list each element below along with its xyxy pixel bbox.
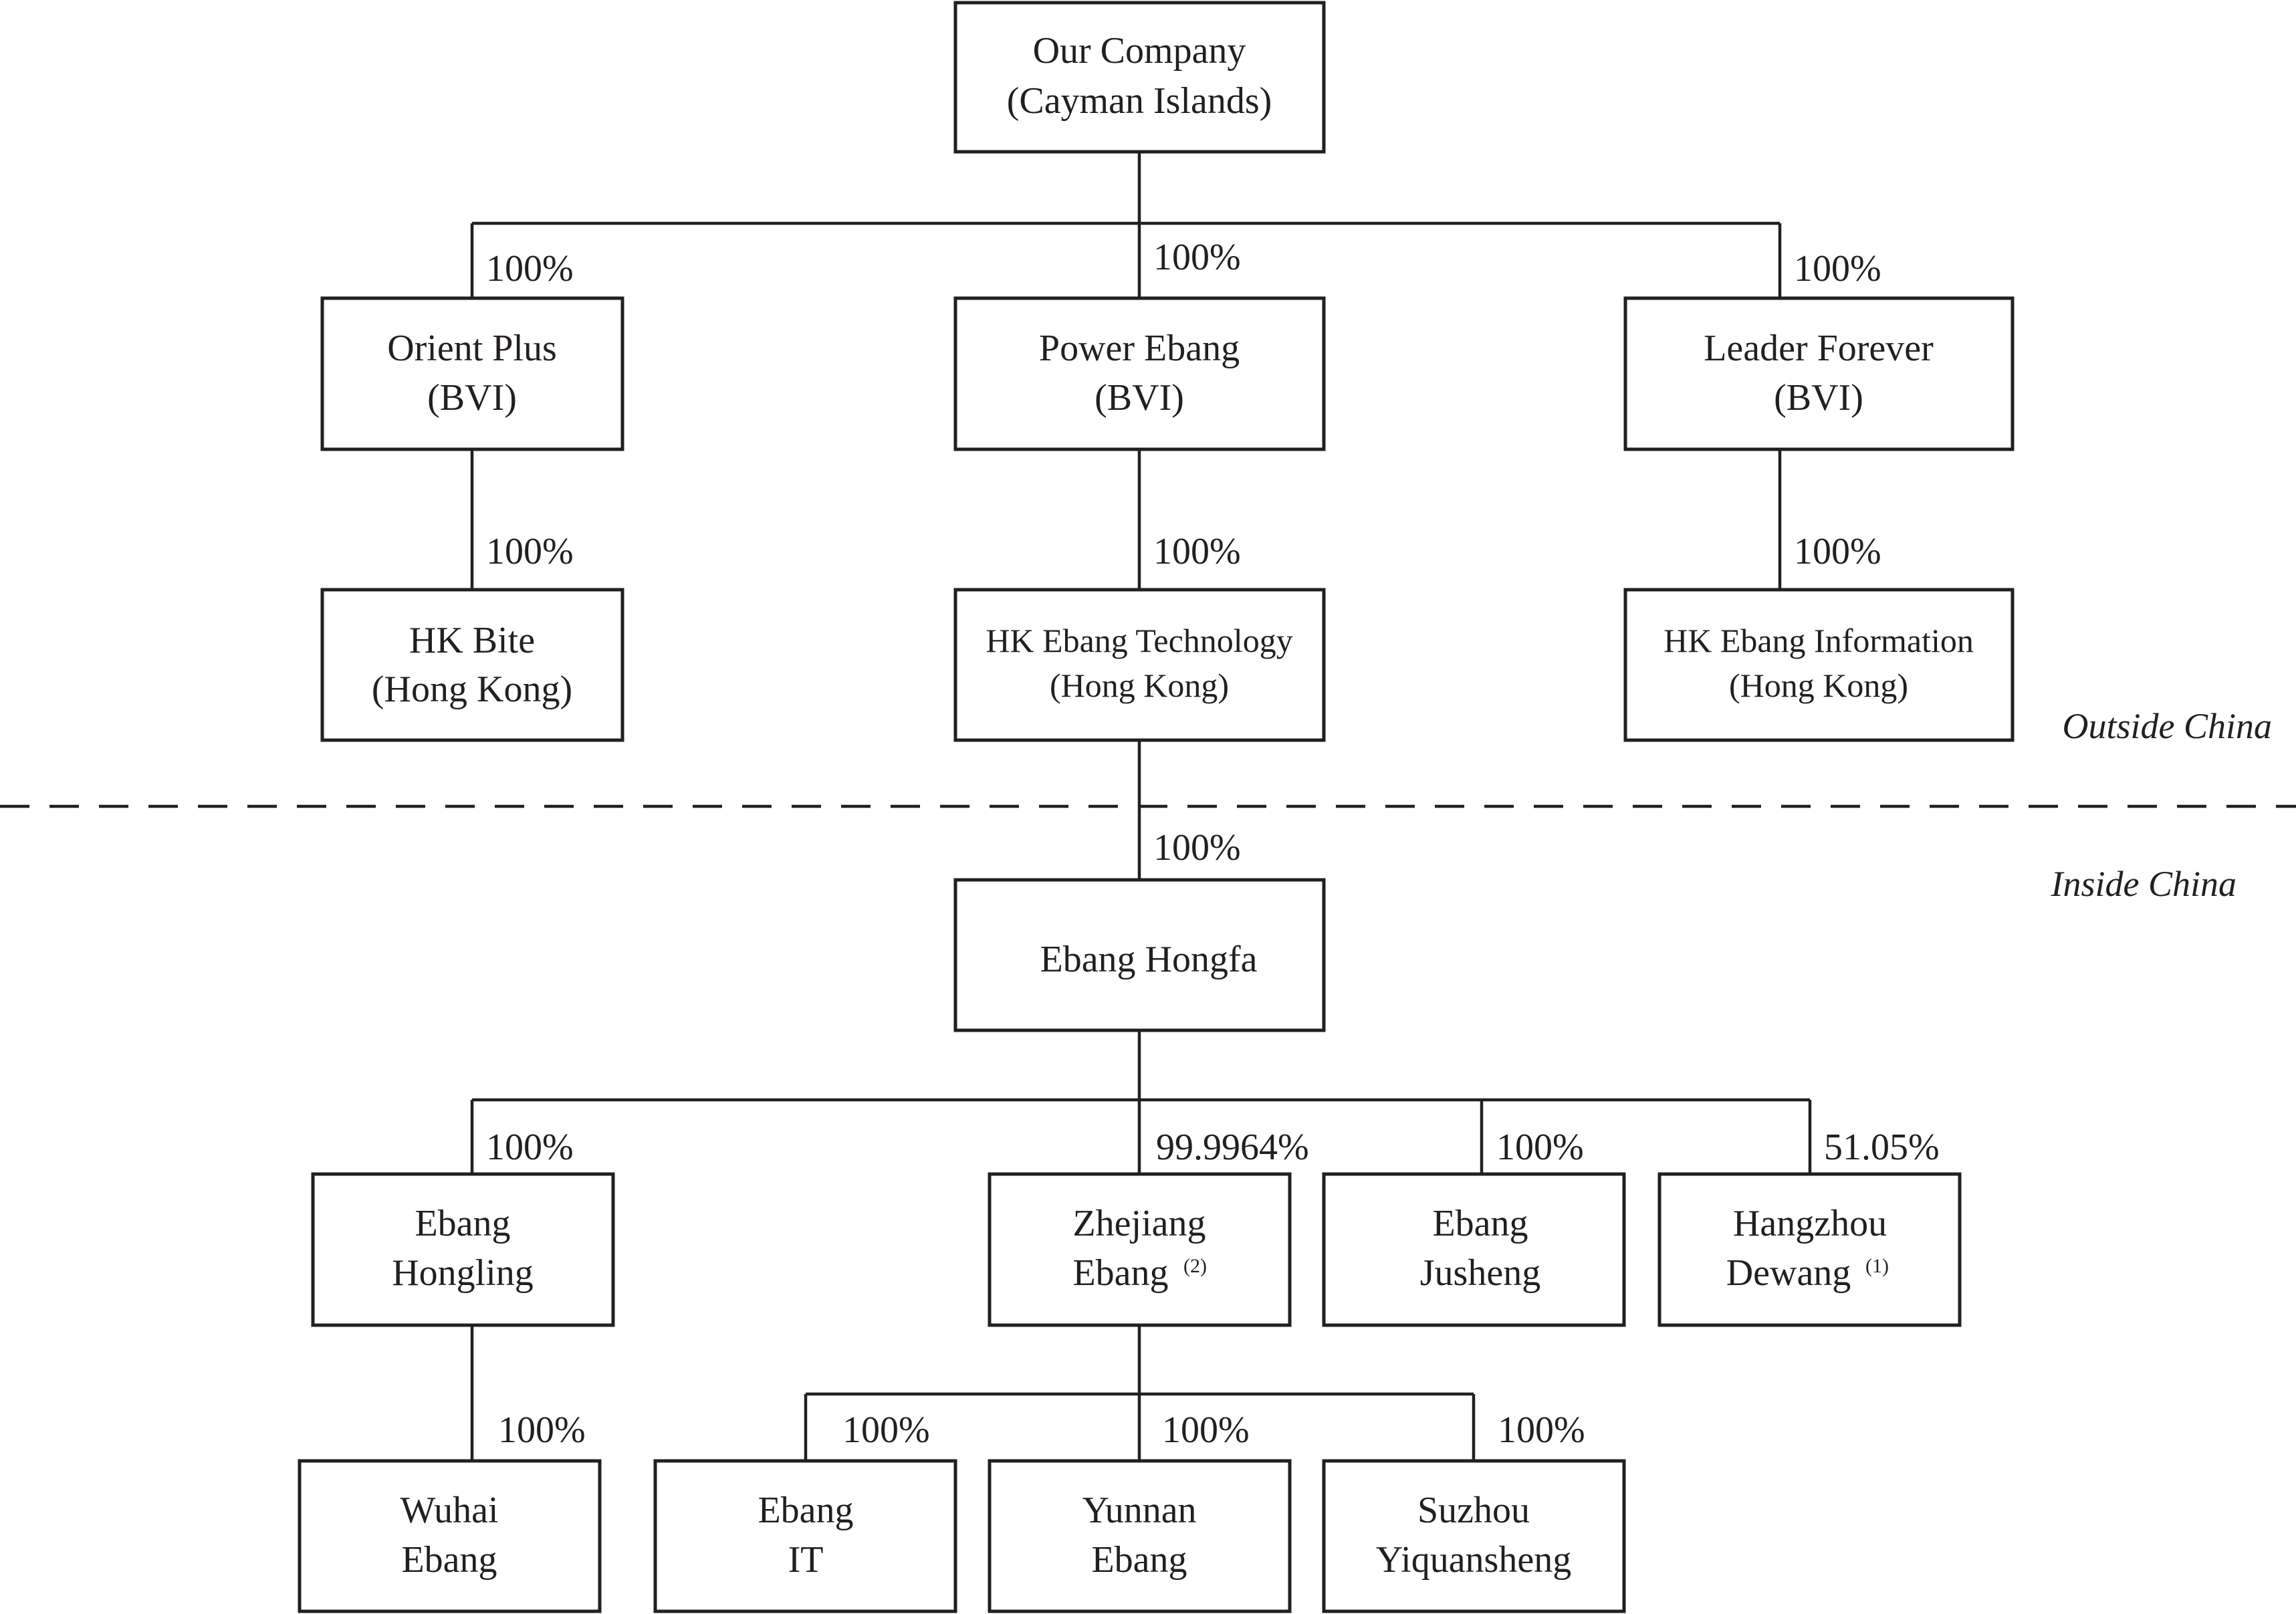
ownership-label: 100% — [486, 248, 574, 290]
ownership-label: 100% — [1153, 531, 1241, 572]
entity-ebang-jusheng: Ebang Jusheng — [1322, 1172, 1626, 1327]
ownership-label: 100% — [1496, 1127, 1584, 1168]
entity-name: Power Ebang — [1039, 328, 1240, 369]
entity-name-line1: Ebang — [758, 1490, 853, 1531]
entity-name-line2: Yiquansheng — [1376, 1539, 1571, 1581]
entity-name: HK Ebang Technology — [986, 622, 1292, 659]
entity-jurisdiction: (BVI) — [427, 377, 517, 419]
ownership-label: 100% — [1498, 1409, 1585, 1451]
ownership-label: 99.9964% — [1156, 1127, 1309, 1168]
entity-jurisdiction: (BVI) — [1774, 377, 1863, 419]
entity-name-line2: Ebang — [1091, 1539, 1187, 1581]
entity-name-line2: Dewang — [1726, 1252, 1851, 1294]
entity-orient-plus: Orient Plus (BVI) — [320, 296, 624, 451]
entity-name-line1: Ebang — [415, 1203, 510, 1244]
entity-ebang-hongfa: Ebang Hongfa — [953, 878, 1326, 1032]
entity-jurisdiction: (Hong Kong) — [1729, 667, 1908, 704]
entity-ebang-it: Ebang IT — [653, 1459, 957, 1613]
entity-suzhou-yiquansheng: Suzhou Yiquansheng — [1322, 1459, 1626, 1613]
entity-name-line2: Ebang — [401, 1539, 497, 1581]
connectors — [470, 152, 1812, 1461]
entity-name-line1: Hangzhou — [1733, 1203, 1887, 1244]
entity-jurisdiction: (Hong Kong) — [1050, 667, 1229, 704]
outside-china-label: Outside China — [2062, 706, 2272, 746]
footnote-marker: (1) — [1865, 1255, 1889, 1277]
entity-hk-ebang-technology: HK Ebang Technology (Hong Kong) — [953, 588, 1326, 742]
ownership-label: 100% — [498, 1409, 586, 1451]
entity-name: Leader Forever — [1704, 328, 1934, 369]
entity-power-ebang: Power Ebang (BVI) — [953, 296, 1326, 451]
ownership-label: 100% — [486, 1127, 574, 1168]
entity-name-line2: Hongling — [392, 1252, 534, 1294]
entity-jurisdiction: (Cayman Islands) — [1007, 80, 1272, 122]
entity-name: Orient Plus — [387, 328, 557, 369]
entity-hk-ebang-information: HK Ebang Information (Hong Kong) — [1623, 588, 2015, 742]
ownership-label: 100% — [1153, 237, 1241, 278]
entity-our-company: Our Company (Cayman Islands) — [953, 1, 1326, 154]
entity-name: Our Company — [1033, 30, 1246, 72]
entity-jurisdiction: (BVI) — [1095, 377, 1184, 419]
ownership-labels: 100% 100% 100% 100% 100% 100% 100% 100% … — [486, 237, 1940, 1451]
ownership-label: 100% — [1153, 827, 1241, 869]
entity-zhejiang-ebang: Zhejiang Ebang (2) — [988, 1172, 1292, 1327]
entity-name-line1: Yunnan — [1082, 1490, 1196, 1531]
ownership-label: 100% — [1794, 248, 1881, 290]
entity-name: HK Bite — [409, 620, 535, 661]
entity-ebang-hongling: Ebang Hongling — [311, 1172, 615, 1327]
entity-hangzhou-dewang: Hangzhou Dewang (1) — [1657, 1172, 1962, 1327]
ownership-label: 100% — [1162, 1409, 1250, 1451]
entity-name-line1: Suzhou — [1417, 1490, 1530, 1531]
ownership-label: 100% — [486, 531, 574, 572]
entity-name-line1: Wuhai — [400, 1490, 498, 1531]
ownership-label: 100% — [842, 1409, 930, 1451]
entity-name-line2: Ebang — [1072, 1252, 1168, 1294]
entity-name-line2: IT — [788, 1539, 824, 1581]
entity-leader-forever: Leader Forever (BVI) — [1623, 296, 2015, 451]
inside-china-label: Inside China — [2051, 864, 2237, 904]
entity-name: Ebang Hongfa — [1040, 939, 1257, 980]
entity-name-line1: Ebang — [1432, 1203, 1528, 1244]
entity-yunnan-ebang: Yunnan Ebang — [988, 1459, 1292, 1613]
entity-name: HK Ebang Information — [1663, 622, 1974, 659]
entity-name-line1: Zhejiang — [1072, 1203, 1206, 1244]
entity-hk-bite: HK Bite (Hong Kong) — [320, 588, 624, 742]
ownership-label: 51.05% — [1824, 1127, 1940, 1168]
entity-jurisdiction: (Hong Kong) — [372, 669, 572, 710]
ownership-label: 100% — [1794, 531, 1881, 572]
footnote-marker: (2) — [1183, 1255, 1207, 1277]
entity-name-line2: Jusheng — [1420, 1252, 1540, 1294]
entity-wuhai-ebang: Wuhai Ebang — [298, 1459, 602, 1613]
